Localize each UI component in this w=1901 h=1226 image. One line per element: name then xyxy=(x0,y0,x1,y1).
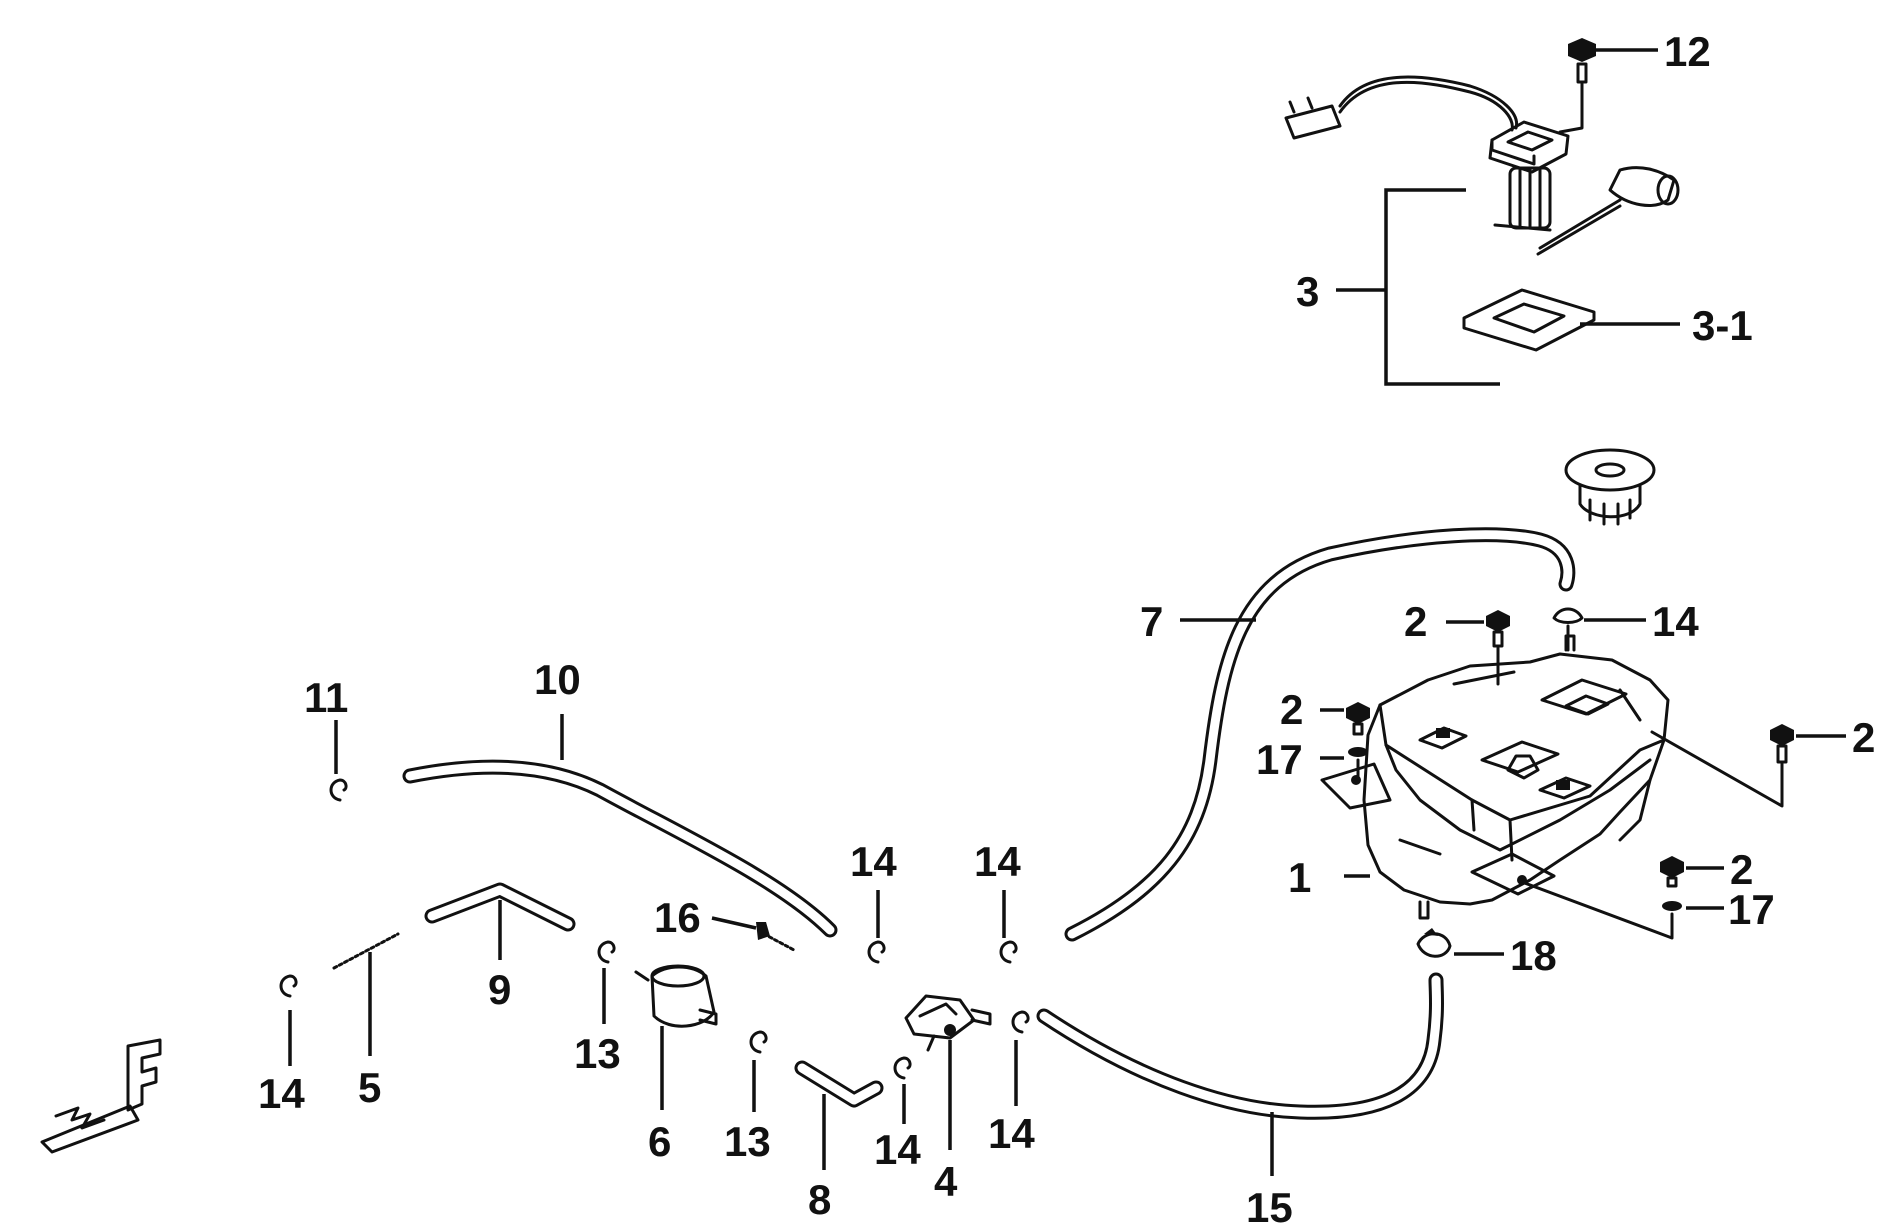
group-bracket xyxy=(1384,188,1500,386)
bolt-12 xyxy=(1568,38,1596,84)
callout-10: 10 xyxy=(534,656,581,703)
bolt-2d xyxy=(1520,856,1684,940)
fuel-valve-4 xyxy=(904,994,992,1052)
callout-14-tank: 14 xyxy=(1652,598,1699,645)
fuel-filter-6 xyxy=(634,964,718,1028)
callout-16: 16 xyxy=(654,894,701,941)
callout-4: 4 xyxy=(934,1158,958,1205)
callout-13-lower: 13 xyxy=(724,1118,771,1165)
callout-8: 8 xyxy=(808,1176,831,1223)
callout-18: 18 xyxy=(1510,932,1557,979)
callout-14-mid-b: 14 xyxy=(974,838,1021,885)
callout-17-left: 17 xyxy=(1256,736,1303,783)
callout-3-1: 3-1 xyxy=(1692,302,1753,349)
callout-3: 3 xyxy=(1296,268,1319,315)
callout-9: 9 xyxy=(488,966,511,1013)
hose-7 xyxy=(1064,527,1576,942)
callout-14-mid-d: 14 xyxy=(988,1110,1035,1157)
clip-14-mid-a xyxy=(867,940,886,964)
callout-7: 7 xyxy=(1140,598,1163,645)
bolt-2a xyxy=(1486,610,1510,686)
clamp-18 xyxy=(1416,928,1452,958)
hose-10 xyxy=(402,759,838,938)
callout-17-right: 17 xyxy=(1728,886,1775,933)
callout-14-mid-a: 14 xyxy=(850,838,897,885)
callout-2-left: 2 xyxy=(1280,686,1303,733)
fuel-sender-assembly xyxy=(1284,75,1680,256)
bolt-2c xyxy=(1650,724,1794,808)
front-direction-arrow-icon xyxy=(40,1038,162,1154)
spring-5 xyxy=(332,932,400,970)
fuel-tank xyxy=(1320,634,1670,920)
callout-5: 5 xyxy=(358,1064,381,1111)
screw-16 xyxy=(756,922,796,952)
clip-13-lower xyxy=(749,1030,768,1054)
fuel-filler-cap xyxy=(1564,448,1656,526)
callout-15: 15 xyxy=(1246,1184,1293,1226)
clip-14-left xyxy=(279,974,298,998)
callout-14-mid-c: 14 xyxy=(874,1126,921,1173)
callout-6: 6 xyxy=(648,1118,671,1165)
callout-2-top: 2 xyxy=(1404,598,1427,645)
clip-13-upper xyxy=(597,940,616,964)
clip-11 xyxy=(329,778,348,802)
callout-2-right: 2 xyxy=(1852,714,1875,761)
callout-11: 11 xyxy=(304,674,348,721)
callout-13-upper: 13 xyxy=(574,1030,621,1077)
clip-14-mid-c xyxy=(893,1056,912,1080)
tube-9 xyxy=(424,882,576,932)
callout-14-left: 14 xyxy=(258,1070,305,1117)
clip-14-mid-b xyxy=(999,940,1018,964)
sender-gasket xyxy=(1462,288,1596,352)
clip-14-mid-d xyxy=(1011,1010,1030,1034)
callout-12: 12 xyxy=(1664,28,1711,75)
bolt-2b xyxy=(1346,702,1370,784)
hose-clip-14-tank xyxy=(1552,607,1584,652)
callout-2-bottom: 2 xyxy=(1730,846,1753,893)
callout-1: 1 xyxy=(1288,854,1311,901)
hose-15 xyxy=(1036,972,1444,1120)
tube-8 xyxy=(794,1060,884,1108)
